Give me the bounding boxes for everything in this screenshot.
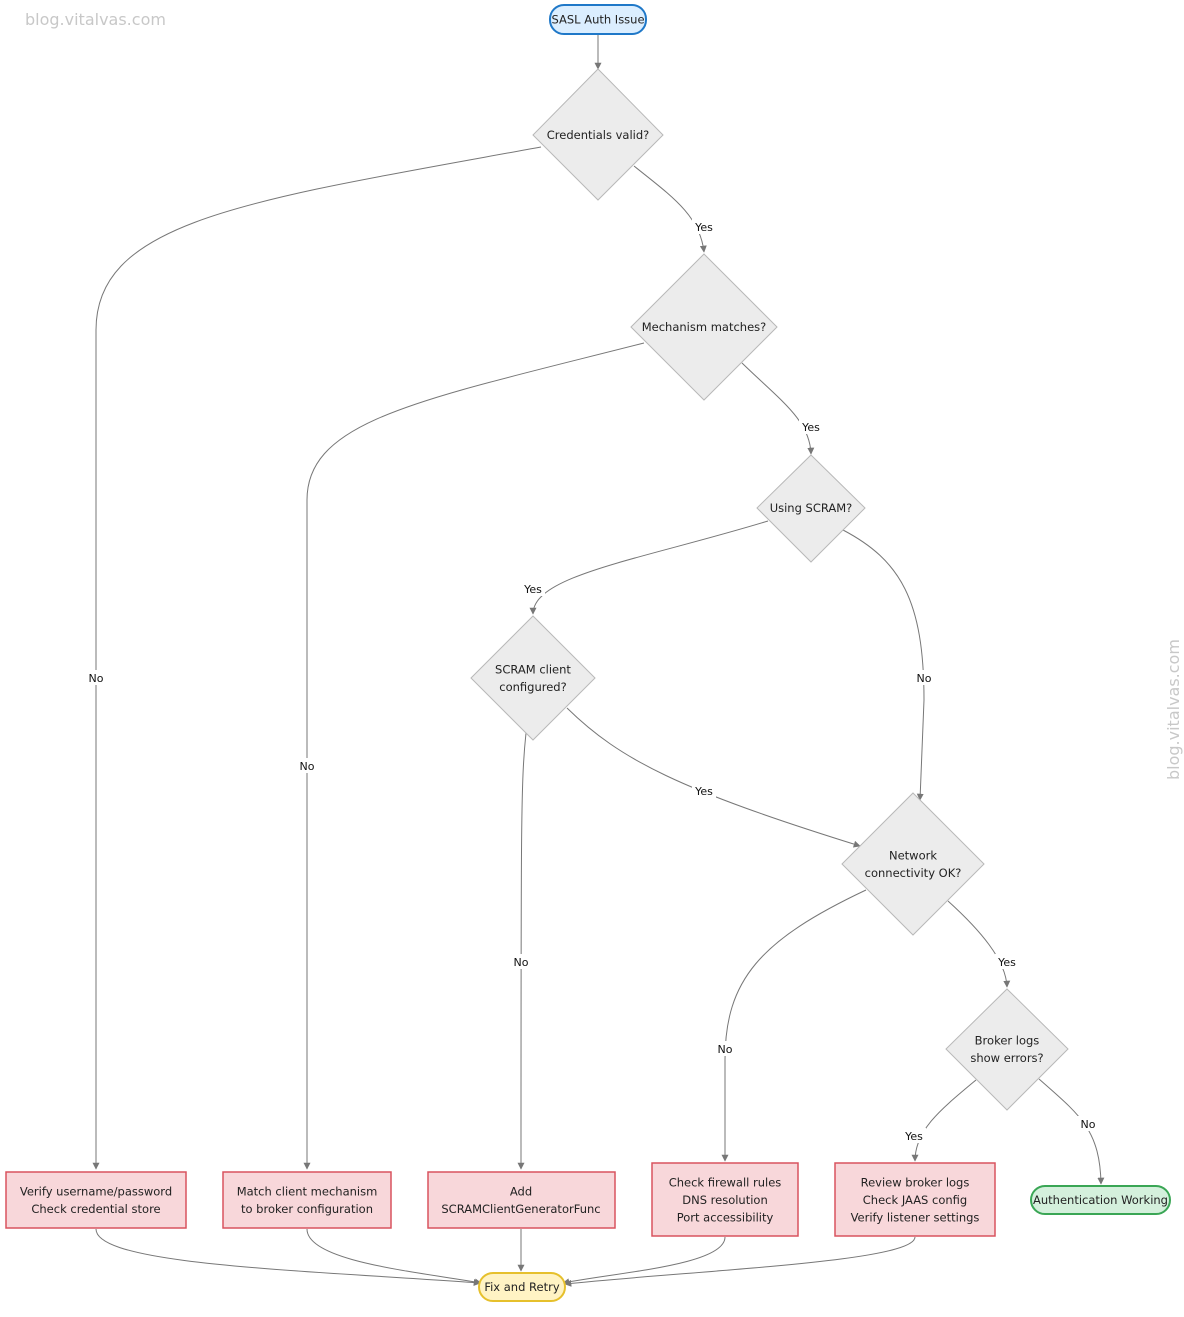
decision-using-scram: Using SCRAM? [756,454,866,563]
edge-client-no [517,732,527,1170]
terminal-fix-and-retry: Fix and Retry [478,1272,566,1302]
node-text-line: Check JAAS config [863,1193,967,1207]
decision-credentials-valid: Credentials valid? [532,68,664,201]
label-scram-yes: Yes [523,583,542,596]
decision-mechanism-matches-text: Mechanism matches? [642,320,767,334]
node-text-line: SASL Auth Issue [551,12,644,26]
decision-credentials-valid-text: Credentials valid? [547,128,649,142]
label-credentials-no: No [89,672,104,685]
node-text-line: Broker logs [975,1033,1040,1047]
watermark-top-left: blog.vitalvas.com [25,10,166,29]
edges [92,35,1105,1287]
node-text-line: Network [889,848,937,862]
watermark-right-side: blog.vitalvas.com [1164,639,1183,780]
edge-review-to-retry [564,1236,916,1287]
edge-network-no [721,889,867,1162]
edge-verify-to-retry [95,1228,481,1287]
node-text-line: Authentication Working [1033,1193,1168,1207]
node-text-line: Check firewall rules [669,1175,782,1189]
decision-mechanism-matches: Mechanism matches? [630,253,778,401]
node-text-line: Using SCRAM? [770,501,853,515]
node-text-line: Port accessibility [677,1210,774,1224]
edge-credentials-no [92,146,542,1170]
decision-scram-client-configured: SCRAM client configured? [470,615,596,741]
edge-firewall-to-retry [562,1236,726,1286]
edge-mechanism-yes [741,362,815,455]
decision-scram-client-configured-text: SCRAM client configured? [495,662,571,694]
edge-labels: Yes No Yes No Yes No Yes No Yes No Yes N… [86,219,1099,1143]
node-sasl-auth-issue: SASL Auth Issue [549,4,647,35]
decision-broker-logs-errors: Broker logs show errors? [945,988,1069,1111]
node-text-line: Match client mechanism [237,1184,378,1198]
edge-match-to-retry [306,1228,482,1286]
decision-broker-logs-errors-text: Broker logs show errors? [970,1033,1043,1065]
label-logs-yes: Yes [904,1130,923,1143]
label-scram-no: No [917,672,932,685]
edge-network-yes [947,900,1011,988]
node-sasl-auth-issue-text: SASL Auth Issue [551,12,644,26]
node-text-line: connectivity OK? [865,865,962,879]
action-match-mechanism-text: Match client mechanism to broker configur… [237,1184,378,1216]
node-text-line: Verify listener settings [851,1210,980,1224]
terminal-fix-and-retry-text: Fix and Retry [484,1280,560,1294]
label-network-no: No [718,1043,733,1056]
edge-scram-yes [529,520,769,615]
label-client-no: No [514,956,529,969]
node-text-line: Review broker logs [861,1175,970,1189]
node-text-line: Fix and Retry [484,1280,560,1294]
label-credentials-yes: Yes [694,221,713,234]
edge-mechanism-no [303,342,645,1170]
edge-scram-no [842,529,925,801]
node-text-line: show errors? [970,1050,1043,1064]
node-text-line: Mechanism matches? [642,320,767,334]
edge-client-yes [566,707,861,848]
label-mechanism-yes: Yes [801,421,820,434]
label-client-yes: Yes [694,785,713,798]
edge-logs-yes [911,1079,977,1162]
node-text-line: Add [510,1184,532,1198]
edge-logs-no [1038,1078,1105,1185]
node-text-line: to broker configuration [241,1201,373,1215]
decision-using-scram-text: Using SCRAM? [770,501,853,515]
terminal-authentication-working-text: Authentication Working [1033,1193,1168,1207]
node-text-line: DNS resolution [682,1193,768,1207]
label-network-yes: Yes [997,956,1016,969]
decision-network-connectivity-text: Network connectivity OK? [865,848,962,880]
node-text-line: Verify username/password [20,1184,172,1198]
node-text-line: configured? [499,679,566,693]
label-logs-no: No [1081,1118,1096,1131]
node-text-line: Credentials valid? [547,128,649,142]
label-mechanism-no: No [300,760,315,773]
edge-credentials-yes [633,165,707,253]
decision-network-connectivity: Network connectivity OK? [841,792,985,936]
terminal-authentication-working: Authentication Working [1030,1185,1171,1215]
node-text-line: Check credential store [31,1201,160,1215]
node-text-line: SCRAMClientGeneratorFunc [441,1201,600,1215]
node-text-line: SCRAM client [495,662,571,676]
action-match-mechanism: Match client mechanism to broker configur… [222,1171,392,1229]
